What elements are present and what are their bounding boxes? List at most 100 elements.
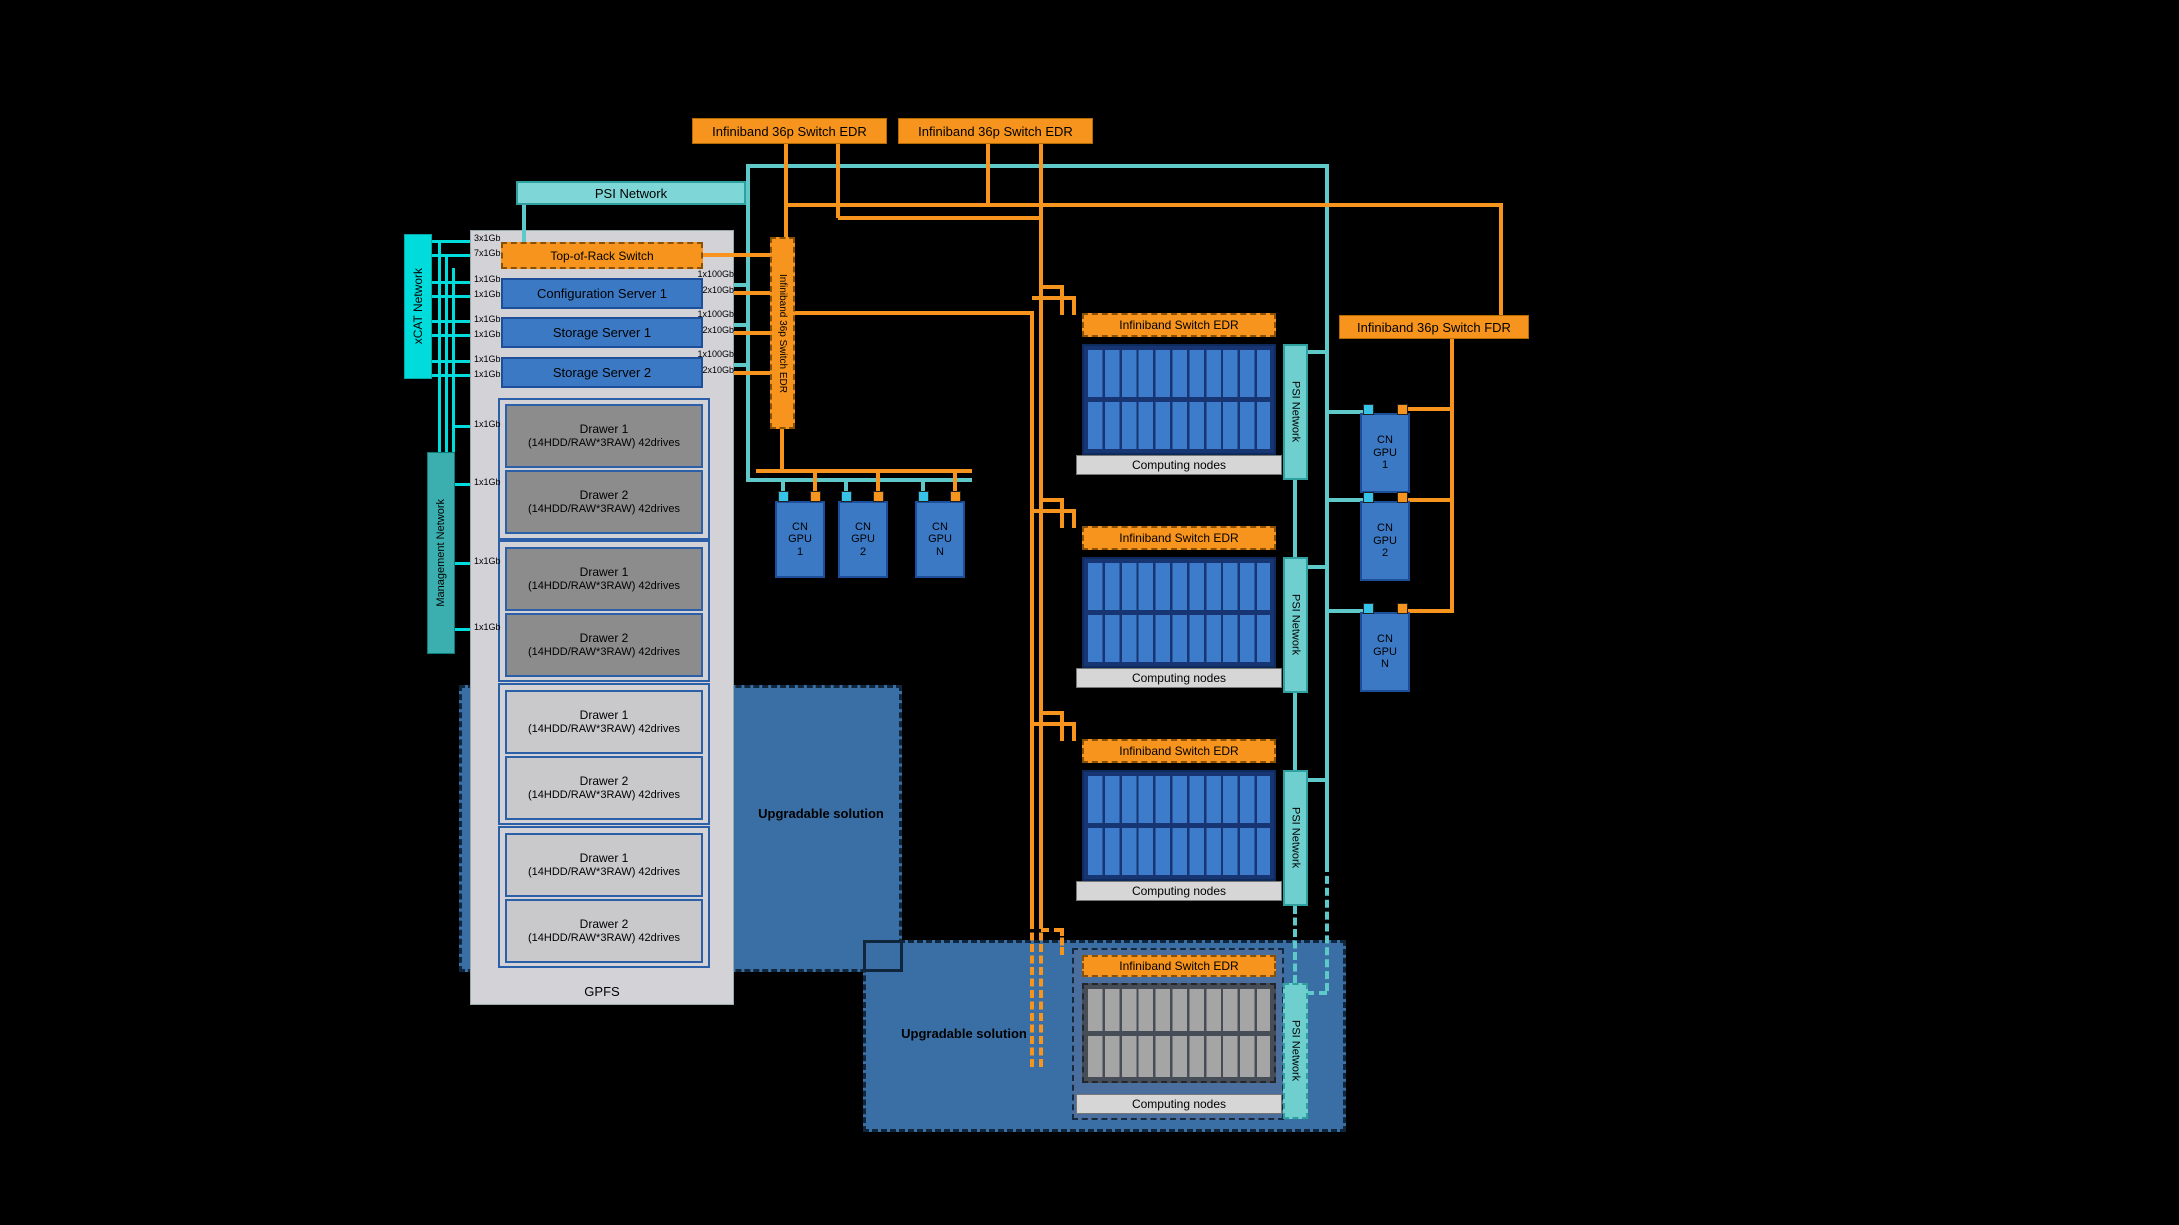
gpfs-label: GPFS bbox=[584, 983, 620, 999]
computing-nodes-grid bbox=[1082, 557, 1276, 668]
ib-gpu-stub bbox=[876, 469, 880, 495]
ib-server-stub bbox=[734, 371, 770, 375]
gpu-line: GPU bbox=[1373, 645, 1397, 658]
ib-cluster-claw bbox=[1041, 498, 1062, 502]
psi-label: PSI Network bbox=[1289, 807, 1302, 869]
psi-gpu-stub bbox=[844, 480, 848, 497]
ib-trunk-line-dashed bbox=[1030, 921, 1034, 1067]
xcat-network-label: xCAT Network bbox=[411, 268, 425, 345]
ib-fdr-gpu-stub bbox=[1406, 407, 1452, 411]
psi-port-square bbox=[1363, 603, 1374, 614]
xcat-bus-line bbox=[445, 254, 448, 620]
drawer-subtitle: (14HDD/RAW*3RAW) 42drives bbox=[528, 931, 680, 944]
drawer-group bbox=[498, 826, 710, 968]
node-row bbox=[1088, 1035, 1270, 1077]
node-row bbox=[1088, 828, 1270, 875]
port-label: 1x100Gb bbox=[697, 269, 734, 279]
ib-cluster-claw bbox=[1041, 711, 1062, 715]
drawer-upgradable: Drawer 2 (14HDD/RAW*3RAW) 42drives bbox=[505, 899, 703, 963]
psi-gpu-right-stub bbox=[1327, 410, 1363, 414]
psi-port-square bbox=[918, 491, 929, 502]
psi-port-square bbox=[1363, 404, 1374, 415]
cn-gpu-node: CN GPU N bbox=[1360, 612, 1410, 692]
drawer-group bbox=[498, 540, 710, 682]
drawer-upgradable: Drawer 1 (14HDD/RAW*3RAW) 42drives bbox=[505, 690, 703, 754]
computing-nodes-grid bbox=[1082, 770, 1276, 881]
ib-link-line bbox=[786, 203, 1503, 207]
ib-port-square bbox=[1397, 404, 1408, 415]
ib-trunk-line bbox=[1030, 311, 1034, 921]
psi-trunk-stub bbox=[1306, 778, 1327, 782]
xcat-stub-line bbox=[432, 240, 470, 243]
ib-port-square bbox=[873, 491, 884, 502]
drawer-subtitle: (14HDD/RAW*3RAW) 42drives bbox=[528, 645, 680, 658]
node-row bbox=[1088, 615, 1270, 662]
ib-cluster-claw bbox=[1032, 509, 1074, 513]
cn-gpu-node: CN GPU 1 bbox=[1360, 413, 1410, 493]
ib-cluster-claw bbox=[1060, 711, 1064, 741]
ib-fdr-drop-line bbox=[1499, 203, 1503, 317]
psi-link-line bbox=[746, 164, 750, 482]
xcat-stub-line bbox=[432, 254, 470, 257]
node-row bbox=[1088, 563, 1270, 610]
port-label: 1x100Gb bbox=[697, 349, 734, 359]
infiniband-switch-fdr: Infiniband 36p Switch FDR bbox=[1339, 315, 1529, 339]
psi-network-bar-vertical: PSI Network bbox=[1283, 770, 1308, 906]
xcat-stub-line bbox=[432, 360, 470, 363]
ib-link-line bbox=[795, 311, 1034, 315]
drawer: Drawer 1 (14HDD/RAW*3RAW) 42drives bbox=[505, 404, 703, 468]
psi-gpu-stub bbox=[921, 480, 925, 497]
ib-cluster-claw-dashed bbox=[1060, 928, 1064, 955]
psi-link-line bbox=[1325, 164, 1329, 864]
port-label: 1x1Gb bbox=[474, 274, 501, 284]
drawer-title: Drawer 1 bbox=[579, 421, 629, 436]
drawer-title: Drawer 2 bbox=[579, 916, 629, 931]
ib-port-square bbox=[1397, 603, 1408, 614]
ib-fdr-gpu-stub bbox=[1406, 498, 1452, 502]
psi-trunk-stub bbox=[1306, 565, 1327, 569]
infiniband-vertical-switch: Infiniband 36p Switch EDR bbox=[770, 237, 795, 429]
ib-gpu-bus-line bbox=[756, 469, 972, 473]
gpu-line: N bbox=[936, 545, 944, 558]
psi-label: PSI Network bbox=[1289, 1020, 1302, 1082]
ib-port-square bbox=[950, 491, 961, 502]
gpu-line: GPU bbox=[1373, 446, 1397, 459]
computing-nodes-caption: Computing nodes bbox=[1076, 455, 1282, 475]
drawer-title: Drawer 1 bbox=[579, 564, 629, 579]
port-label: 1x1Gb bbox=[474, 419, 501, 429]
cluster-switch: Infiniband Switch EDR bbox=[1082, 526, 1276, 550]
drawer-title: Drawer 2 bbox=[579, 630, 629, 645]
xcat-bus-line bbox=[452, 268, 455, 634]
drawer-upgradable: Drawer 1 (14HDD/RAW*3RAW) 42drives bbox=[505, 833, 703, 897]
gpu-line: 1 bbox=[1381, 459, 1389, 472]
port-label: 1x1Gb bbox=[474, 622, 501, 632]
mgmt-stub-line bbox=[455, 562, 470, 565]
ib-cluster-claw bbox=[1072, 296, 1076, 315]
psi-gpu-stub bbox=[781, 480, 785, 497]
drawer-subtitle: (14HDD/RAW*3RAW) 42drives bbox=[528, 865, 680, 878]
drawer-title: Drawer 2 bbox=[579, 773, 629, 788]
cn-gpu-node: CN GPU 2 bbox=[838, 501, 888, 578]
top-of-rack-switch: Top-of-Rack Switch bbox=[501, 242, 703, 269]
gpu-line: GPU bbox=[1373, 534, 1397, 547]
gpu-line: CN bbox=[855, 520, 871, 533]
xcat-stub-line bbox=[432, 374, 470, 377]
psi-port-square bbox=[778, 491, 789, 502]
management-network-bar: Management Network bbox=[427, 452, 455, 654]
computing-nodes-caption: Computing nodes bbox=[1076, 881, 1282, 901]
port-label: 1x1Gb bbox=[474, 556, 501, 566]
gpu-line: CN bbox=[792, 520, 808, 533]
psi-link-line bbox=[748, 164, 1329, 168]
xcat-stub-line bbox=[432, 281, 470, 284]
gpu-line: 1 bbox=[796, 545, 804, 558]
node-row bbox=[1088, 776, 1270, 823]
storage-server-2: Storage Server 2 bbox=[501, 357, 703, 388]
infiniband-vertical-switch-label: Infiniband 36p Switch EDR bbox=[777, 273, 788, 393]
xcat-network-bar: xCAT Network bbox=[404, 234, 432, 379]
port-label: 1x1Gb bbox=[474, 369, 501, 379]
port-label: 3x1Gb bbox=[474, 233, 501, 243]
psi-gpu-bus-line bbox=[748, 478, 972, 482]
infiniband-switch-edr-top-a: Infiniband 36p Switch EDR bbox=[692, 118, 887, 144]
gpu-line: GPU bbox=[788, 533, 812, 546]
mgmt-stub-line bbox=[455, 483, 470, 486]
